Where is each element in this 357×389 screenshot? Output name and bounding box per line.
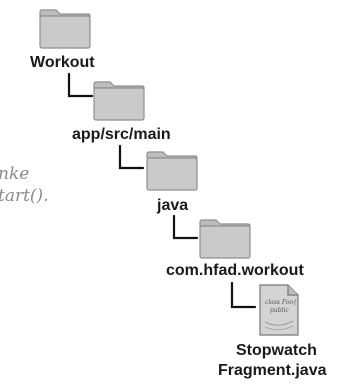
file-label-line-2: Fragment.java: [218, 362, 327, 379]
folder-label-com-hfad-workout: com.hfad.workout: [166, 262, 304, 279]
file-code-text-2: public: [270, 307, 289, 314]
folder-icon: [145, 150, 199, 192]
folder-label-app-src-main: app/src/main: [72, 126, 171, 143]
java-file-icon: class Foo{ public: [256, 282, 302, 338]
folder-icon: [92, 80, 146, 122]
folder-icon: [38, 8, 92, 50]
folder-label-java: java: [157, 197, 189, 214]
folder-icon: [198, 218, 252, 260]
file-code-text-1: class Foo{: [265, 299, 297, 306]
folder-label-workout: Workout: [30, 54, 95, 71]
tree-connector: [67, 72, 94, 98]
tree-connector: [172, 214, 199, 240]
tree-connector: [118, 144, 145, 170]
annotation-line-2: tart().: [0, 186, 49, 206]
tree-connector: [230, 281, 257, 309]
annotation-line-1: nke: [0, 164, 30, 184]
file-label-line-1: Stopwatch: [236, 342, 317, 359]
